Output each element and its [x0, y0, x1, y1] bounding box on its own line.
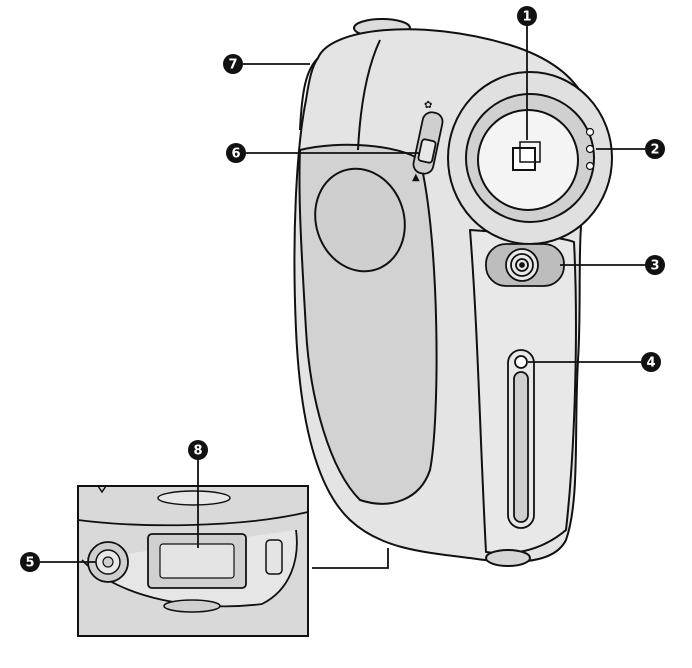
- bottom-foot: [485, 549, 531, 567]
- callout-2: 2: [645, 139, 665, 159]
- grip-ridge: [299, 57, 319, 131]
- callout-3: 3: [645, 255, 665, 275]
- lens-sensor-inner: [519, 141, 541, 163]
- macro-switch: ✿ ▲: [412, 100, 444, 183]
- svg-text:✿: ✿: [424, 100, 432, 111]
- callout-badge-2: [645, 139, 665, 159]
- tripod-socket-center: [102, 556, 114, 568]
- front-slot: [507, 349, 535, 529]
- bottom-view-inset: [77, 485, 309, 637]
- leader-lines: [40, 24, 645, 563]
- led-dot-3: [585, 161, 595, 171]
- callout-label-1: 1: [522, 10, 531, 25]
- callout-badge-5: [20, 552, 40, 572]
- inset-bottom-oval: [163, 599, 221, 613]
- callout-8: 8: [188, 440, 208, 460]
- callout-label-5: 5: [25, 556, 34, 571]
- grip-ridge-2: [357, 39, 381, 151]
- callout-label-7: 7: [228, 58, 237, 73]
- callout-6: 6: [226, 143, 246, 163]
- callout-4: 4: [641, 352, 661, 372]
- callout-5: 5: [20, 552, 40, 572]
- lens-sensor: [512, 147, 536, 171]
- callout-7: 7: [223, 54, 243, 74]
- lens-assembly: [447, 71, 613, 245]
- inset-connector-line: [312, 548, 389, 569]
- led-dot-2: [585, 144, 595, 154]
- inset-pin: [97, 485, 107, 494]
- battery-door-inner: [159, 543, 235, 579]
- callout-label-8: 8: [193, 444, 202, 459]
- led-dot-1: [585, 127, 595, 137]
- inset-latch: [265, 539, 283, 575]
- callout-badge-6: [226, 143, 246, 163]
- callout-1: 1: [517, 6, 537, 26]
- callout-badge-4: [641, 352, 661, 372]
- callout-badge-3: [645, 255, 665, 275]
- svg-text:▲: ▲: [412, 172, 420, 183]
- callout-badge-1: [517, 6, 537, 26]
- callout-label-2: 2: [650, 143, 659, 158]
- callout-badge-8: [188, 440, 208, 460]
- inset-top-oval: [157, 490, 231, 506]
- callout-badge-7: [223, 54, 243, 74]
- callout-label-4: 4: [646, 356, 655, 371]
- inset-top-edge: [77, 511, 309, 527]
- callout-label-6: 6: [231, 147, 240, 162]
- callout-label-3: 3: [650, 259, 659, 274]
- flash-window: [485, 243, 565, 287]
- side-speaker-oval: [314, 167, 406, 273]
